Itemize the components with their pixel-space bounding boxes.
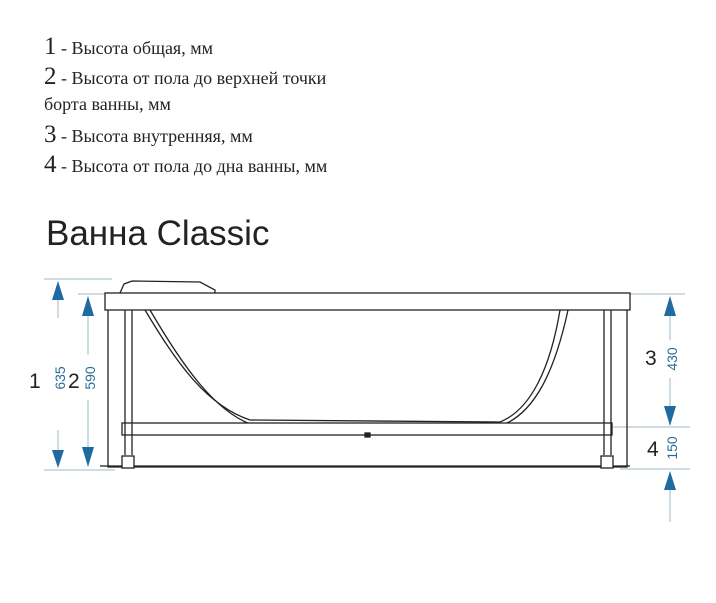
dimension-label-1: 1 xyxy=(29,370,41,393)
tub-bowl-inner xyxy=(144,309,561,423)
dimension-value-3: 430 xyxy=(664,347,680,371)
tub-rim xyxy=(104,292,631,311)
dimension-label-4: 4 xyxy=(647,438,659,461)
dimension-value-2: 590 xyxy=(82,366,98,390)
bathtub-outline xyxy=(100,280,631,469)
dimension-value-1: 635 xyxy=(52,366,68,390)
dimension-arrow-4 xyxy=(664,471,676,522)
right-foot xyxy=(600,455,614,469)
tub-panel xyxy=(107,309,628,468)
dimension-arrow-2 xyxy=(82,296,94,467)
dimension-value-4: 150 xyxy=(664,436,680,460)
legend-item-2-cont: борта ванны, мм xyxy=(44,94,171,114)
dimension-arrow-3 xyxy=(664,296,676,426)
legend-item-1: 1 - Высота общая, мм xyxy=(44,33,213,60)
extension-lines xyxy=(44,278,690,471)
dimension-label-3: 3 xyxy=(645,347,657,370)
dimension-label-2: 2 xyxy=(68,370,80,393)
legend-item-2: 2 - Высота от пола до верхней точки xyxy=(44,63,327,90)
diagram-title: Ванна Classic xyxy=(46,214,270,253)
tub-bowl-outer xyxy=(149,309,569,427)
headrest xyxy=(119,280,216,294)
legend-item-3: 3 - Высота внутренняя, мм xyxy=(44,121,253,148)
dimension-arrow-1 xyxy=(52,281,64,468)
left-foot xyxy=(121,455,135,469)
legend-item-4: 4 - Высота от пола до дна ванны, мм xyxy=(44,151,328,178)
